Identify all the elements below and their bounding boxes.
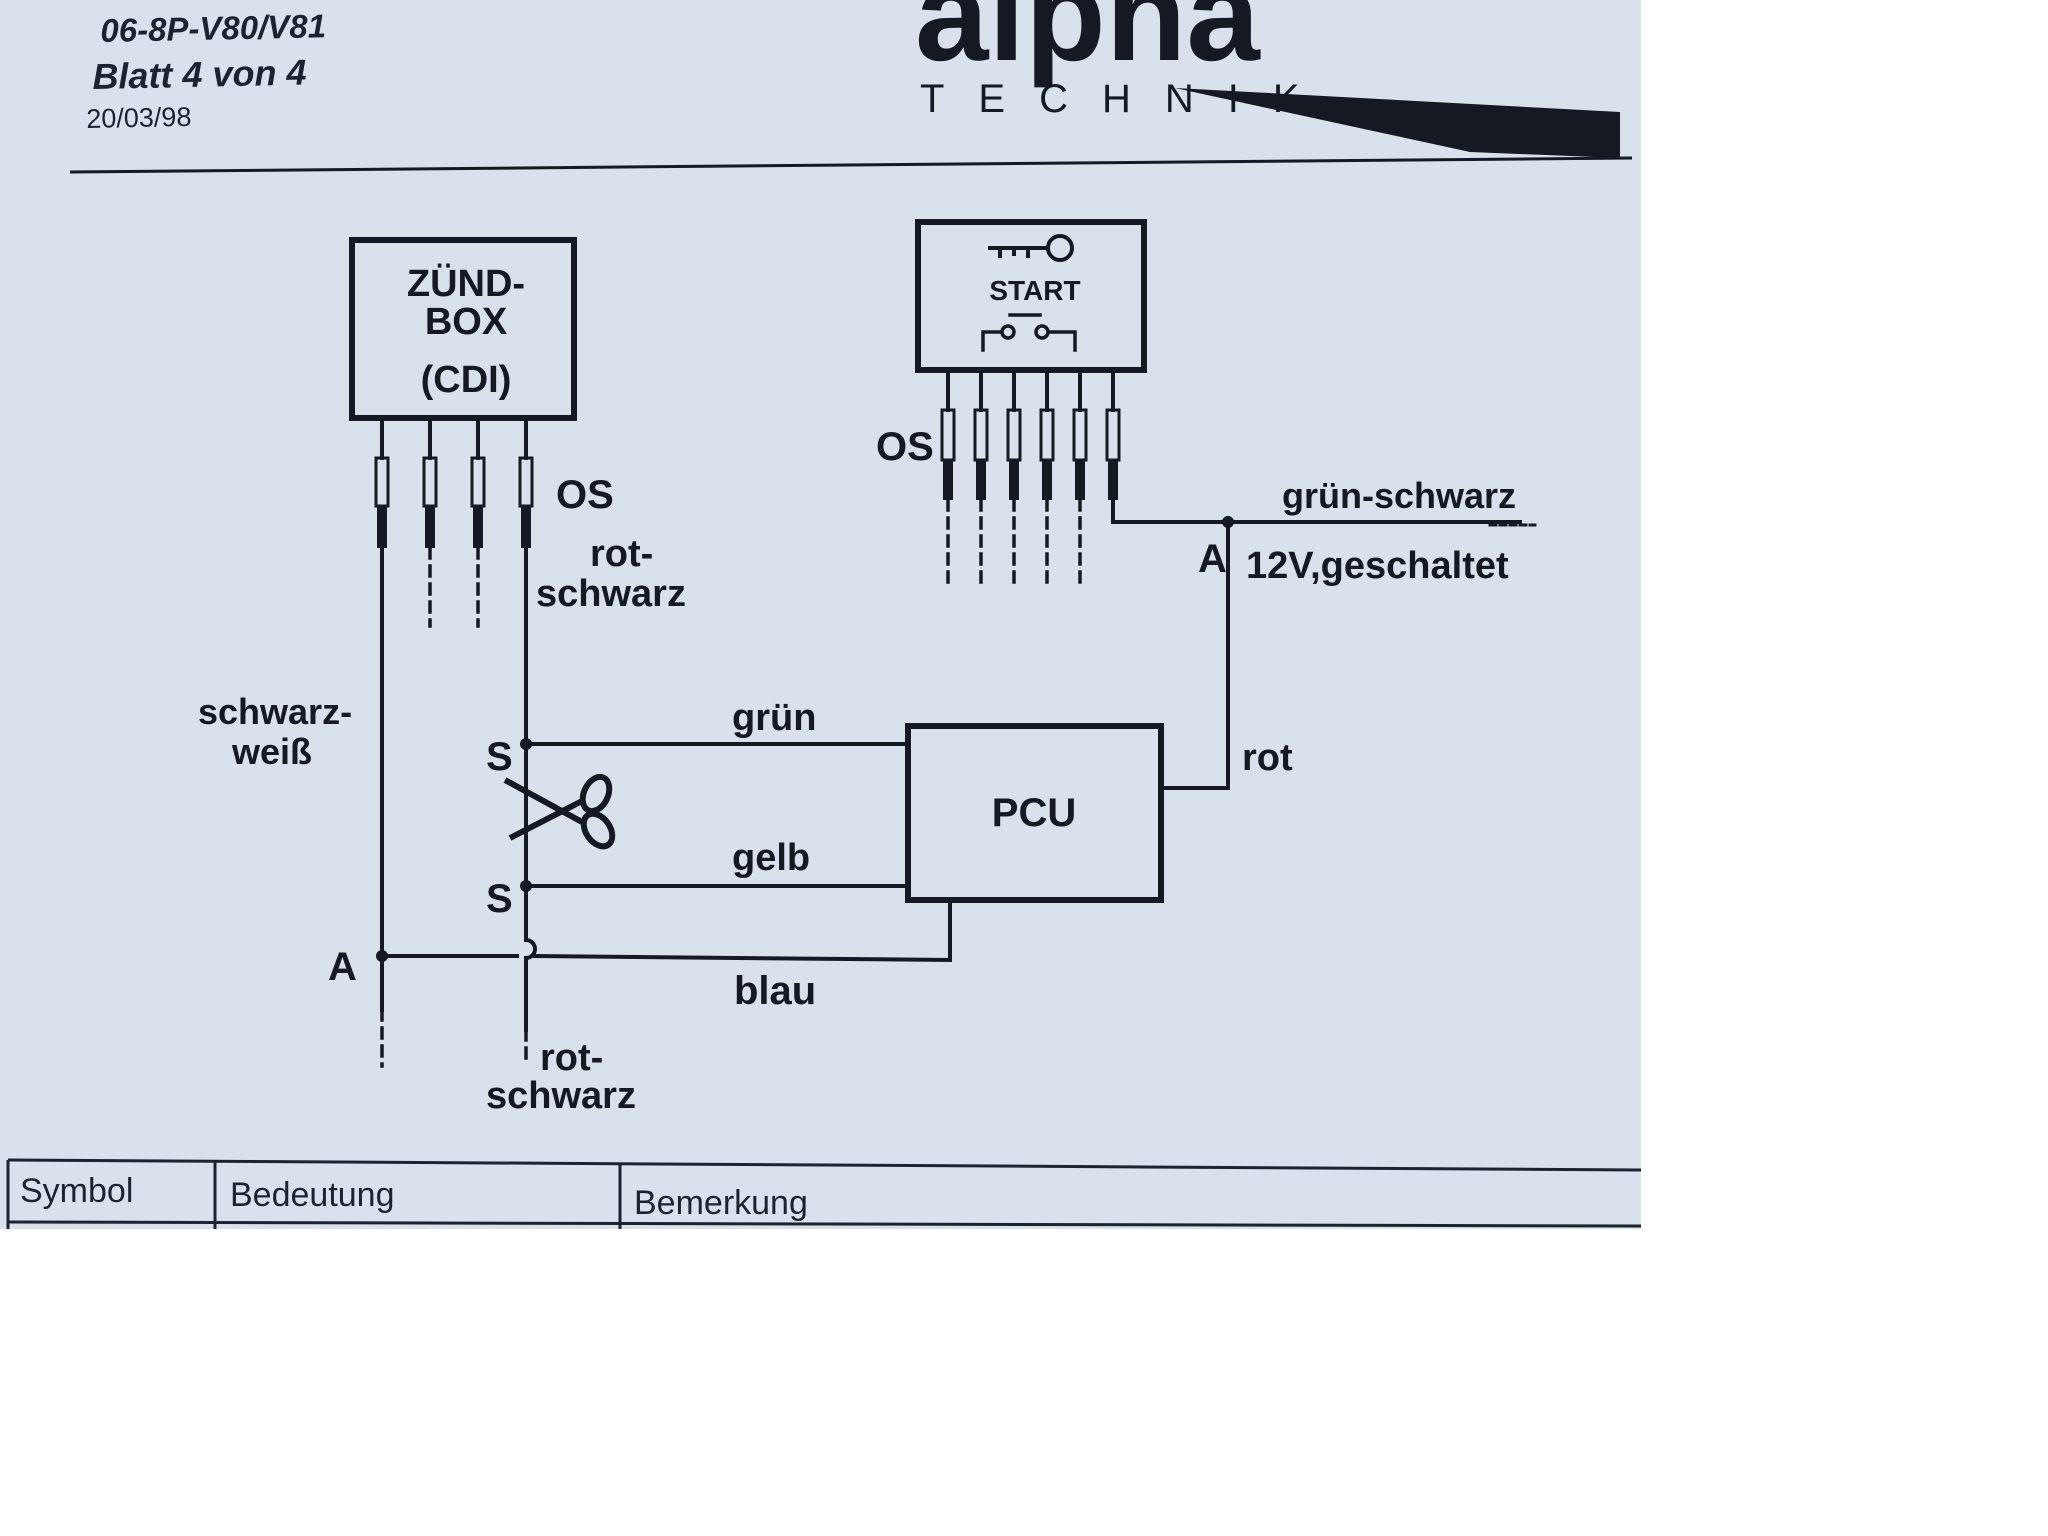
start-switch-box: [915, 219, 1147, 373]
marker-s-top: S: [486, 735, 513, 779]
zuendbox-label-line2: BOX: [425, 301, 508, 343]
zuendbox-label-line1: ZÜND-: [407, 262, 525, 305]
junction-dots: [376, 516, 1234, 962]
zuendbox-label-line3: (CDI): [421, 359, 512, 401]
circuit-drawing: alpha TECHNIK: [6, 0, 1641, 1229]
label-rot-schwarz-bottom-2: schwarz: [486, 1075, 636, 1117]
pcu-box: [905, 723, 1164, 903]
start-switch-unused-leads: [946, 498, 1082, 588]
alpha-technik-logo: alpha TECHNIK: [915, 0, 1620, 158]
zuendbox-box: [349, 237, 577, 421]
logo-subtitle: TECHNIK: [920, 77, 1334, 121]
start-switch-pins: [940, 368, 1121, 462]
table-header-bedeutung: Bedeutung: [230, 1176, 395, 1214]
key-icon: [988, 234, 1074, 262]
table-header-bemerkung: Bemerkung: [634, 1184, 808, 1222]
wire-rot: [1159, 516, 1230, 790]
logo-word: alpha: [915, 0, 1261, 88]
wire-gruen-schwarz: [1111, 498, 1522, 524]
zuendbox-pins: [374, 416, 534, 508]
scissors-icon: [503, 773, 616, 850]
label-gruen: grün: [732, 697, 816, 739]
marker-os-left: OS: [556, 473, 614, 517]
table-header-symbol: Symbol: [20, 1172, 133, 1210]
legend-table: Symbol Bedeutung Bemerkung: [6, 1158, 1641, 1229]
wiring-diagram-sheet: 06-8P-V80/V81 Blatt 4 von 4 20/03/98 alp…: [0, 0, 1641, 1229]
marker-os-right: OS: [876, 425, 934, 469]
label-schwarz-weiss-2: weiß: [231, 731, 312, 772]
zuendbox-unused-leads: [428, 546, 480, 628]
label-gruen-schwarz: grün-schwarz: [1282, 475, 1516, 516]
label-rot-schwarz-top-2: schwarz: [536, 573, 686, 615]
label-rot-schwarz-top-1: rot-: [590, 533, 653, 575]
label-gelb: gelb: [732, 837, 810, 879]
pcu-label: PCU: [992, 791, 1076, 835]
label-rot-schwarz-bottom-1: rot-: [540, 1037, 603, 1079]
label-rot: rot: [1242, 737, 1293, 779]
wire-blau-right: [532, 898, 952, 963]
label-blau: blau: [734, 969, 816, 1013]
header-rule: [69, 156, 1633, 174]
switch-contact-symbol: [981, 313, 1077, 352]
logo-wedge: [1175, 88, 1620, 158]
wire-crossover: [523, 937, 537, 961]
start-switch-label: START: [989, 275, 1080, 306]
marker-s-bottom: S: [486, 877, 513, 921]
marker-a-right: A: [1198, 537, 1227, 581]
marker-a-left: A: [328, 945, 357, 989]
label-schwarz-weiss-1: schwarz-: [198, 691, 352, 732]
label-12v-geschaltet: 12V,geschaltet: [1246, 545, 1509, 587]
